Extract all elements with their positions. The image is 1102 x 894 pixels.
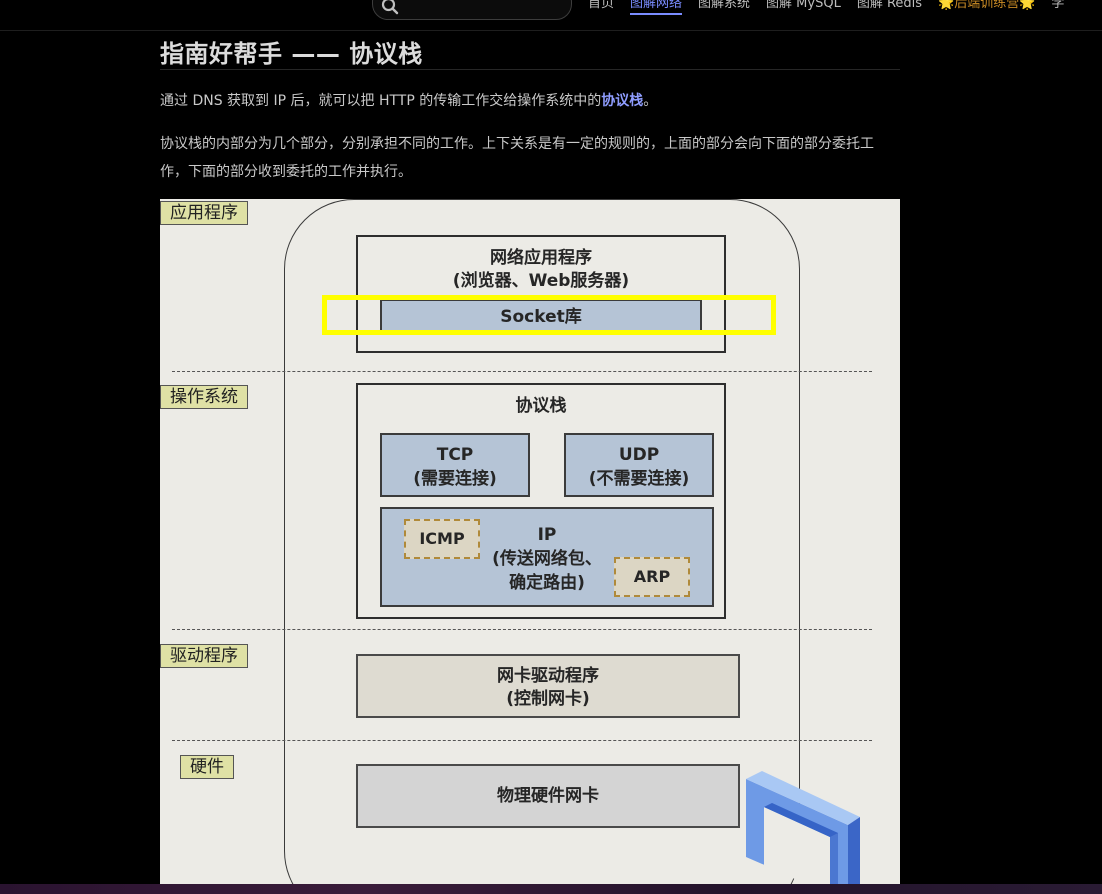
network-app-title: 网络应用程序 <box>490 248 592 268</box>
system-outline <box>284 199 800 894</box>
layer-separator <box>172 629 872 630</box>
nav-link-backend-camp[interactable]: 🌟后端训练营🌟 <box>938 0 1036 11</box>
layer-label-hardware: 硬件 <box>180 755 234 779</box>
udp-box: UDP (不需要连接) <box>564 433 714 497</box>
layer-label-driver: 驱动程序 <box>160 644 248 668</box>
udp-note: (不需要连接) <box>588 469 690 489</box>
ip-note-1: (传送网络包、 <box>492 549 602 569</box>
network-app-box: 网络应用程序 (浏览器、Web服务器) Socket库 <box>356 235 726 353</box>
socket-highlight-frame <box>322 295 776 335</box>
nav-link-home[interactable]: 首页 <box>588 0 615 11</box>
arp-box: ARP <box>614 557 690 597</box>
intro-text: 通过 DNS 获取到 IP 后，就可以把 HTTP 的传输工作交给操作系统中的 <box>160 93 602 109</box>
icmp-box: ICMP <box>404 519 480 559</box>
nav-link-network[interactable]: 图解网络 <box>630 0 683 15</box>
socket-library-box: Socket库 <box>380 299 702 335</box>
search-input[interactable] <box>372 0 572 20</box>
protocol-stack-box: 协议栈 TCP (需要连接) UDP (不需要连接) IP (传送网络包、 确定… <box>356 383 726 619</box>
nav-link-mysql[interactable]: 图解 MySQL <box>766 0 841 11</box>
layer-separator <box>172 740 872 741</box>
layer-label-os: 操作系统 <box>160 385 248 409</box>
nav-link-redis[interactable]: 图解 Redis <box>856 0 923 11</box>
nic-driver-subtitle: (控制网卡) <box>506 689 590 709</box>
tcp-box: TCP (需要连接) <box>380 433 530 497</box>
tcp-note: (需要连接) <box>413 469 497 489</box>
intro-period: 。 <box>643 93 658 109</box>
top-navbar: 首页 图解网络 图解系统 图解 MySQL 图解 Redis 🌟后端训练营🌟 学 <box>0 0 1102 31</box>
ip-note-2: 确定路由) <box>509 573 585 593</box>
nav-links: 首页 图解网络 图解系统 图解 MySQL 图解 Redis 🌟后端训练营🌟 学 <box>588 0 1065 15</box>
network-app-subtitle: (浏览器、Web服务器) <box>452 271 630 291</box>
page-title: 指南好帮手 —— 协议栈 <box>160 40 423 68</box>
title-divider <box>160 69 900 70</box>
protocol-stack-title: 协议栈 <box>515 396 567 416</box>
tcp-label: TCP <box>436 445 474 465</box>
nav-link-more[interactable]: 学 <box>1051 0 1065 11</box>
layer-separator <box>172 371 872 372</box>
ip-label: IP <box>537 525 557 545</box>
layer-label-application: 应用程序 <box>160 201 248 225</box>
intro-paragraph: 通过 DNS 获取到 IP 后，就可以把 HTTP 的传输工作交给操作系统中的协… <box>160 87 900 115</box>
physical-nic-box: 物理硬件网卡 <box>356 764 740 828</box>
ip-box: IP (传送网络包、 确定路由) ICMP ARP <box>380 507 714 607</box>
nic-driver-title: 网卡驱动程序 <box>497 666 599 686</box>
nav-link-system[interactable]: 图解系统 <box>698 0 751 11</box>
description-paragraph: 协议栈的内部分为几个部分，分别承担不同的工作。上下关系是有一定的规则的，上面的部… <box>160 136 874 180</box>
nic-driver-box: 网卡驱动程序 (控制网卡) <box>356 654 740 718</box>
protocol-stack-link[interactable]: 协议栈 <box>601 93 644 109</box>
taskbar-strip <box>0 884 1102 894</box>
search-icon <box>381 0 399 15</box>
3d-frame-logo-icon <box>746 771 860 894</box>
protocol-stack-diagram: 应用程序 操作系统 驱动程序 硬件 网络应用程序 (浏览器、Web服务器) So… <box>160 199 900 894</box>
ip-text: IP (传送网络包、 确定路由) <box>382 523 712 595</box>
udp-label: UDP <box>618 445 660 465</box>
